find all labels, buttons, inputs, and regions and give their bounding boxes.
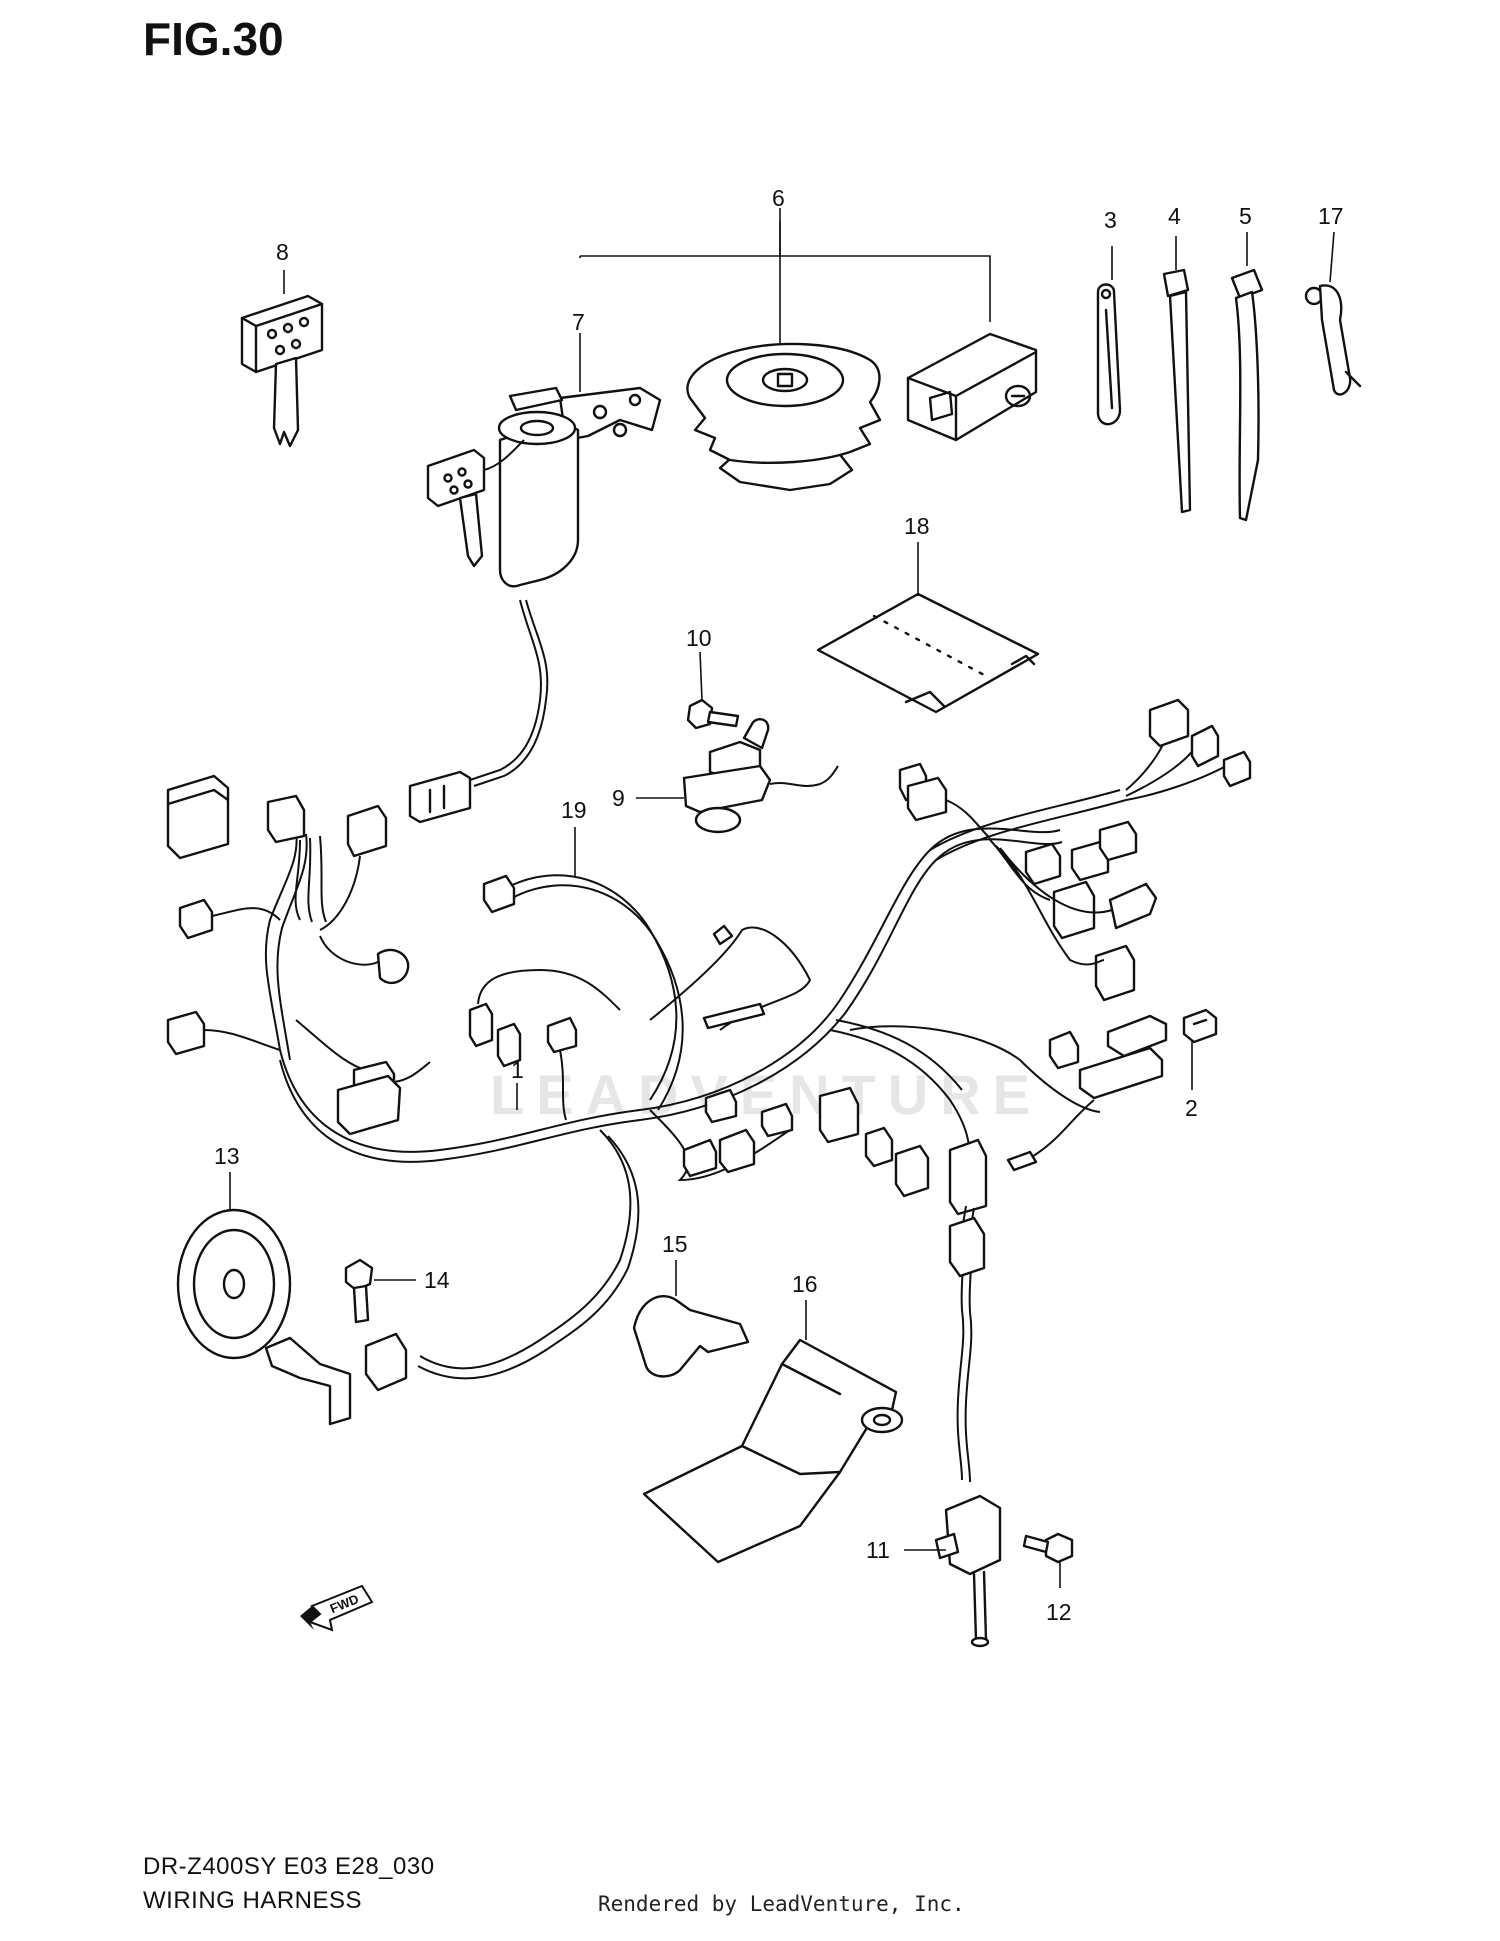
- callout-7: 7: [572, 309, 585, 335]
- part-11-switch-drawing: [934, 1494, 1002, 1648]
- part-12-bolt-drawing: [1022, 1532, 1074, 1564]
- model-code: DR-Z400SY E03 E28_030: [143, 1853, 435, 1880]
- part-13-horn-drawing: [176, 1208, 352, 1426]
- part-8-key-drawing: [240, 294, 324, 448]
- callout-2: 2: [1185, 1095, 1198, 1121]
- watermark-text: LEADVENTURE: [490, 1063, 1043, 1126]
- fwd-arrow: FWD: [300, 1584, 374, 1632]
- callout-11: 11: [866, 1537, 890, 1563]
- callout-15: 15: [662, 1231, 688, 1257]
- part-4-cable-tie-drawing: [1162, 268, 1192, 514]
- seat-lock-drawing: [906, 332, 1038, 442]
- part-15-cover-drawing: [632, 1295, 750, 1378]
- callout-3: 3: [1104, 207, 1117, 233]
- callout-5: 5: [1239, 203, 1252, 229]
- section-name: WIRING HARNESS: [143, 1887, 363, 1914]
- part-2-fuse-drawing: [1182, 1008, 1218, 1044]
- callout-18: 18: [904, 513, 930, 539]
- part-6-fuel-cap-drawing: [686, 342, 882, 492]
- part-9-switch-drawing: [682, 718, 839, 834]
- callout-12: 12: [1046, 1599, 1072, 1625]
- part-10-bolt-drawing: [686, 698, 740, 730]
- callout-13: 13: [214, 1143, 240, 1169]
- part-17-clamp-drawing: [1304, 284, 1362, 396]
- part-18-tape-drawing: [816, 592, 1040, 714]
- callout-14: 14: [424, 1267, 450, 1293]
- part-7-ignition-switch-drawing: [408, 386, 662, 824]
- callout-4: 4: [1168, 203, 1181, 229]
- callout-10: 10: [686, 625, 712, 651]
- callout-1: 1: [511, 1057, 524, 1083]
- figure-title: FIG.30: [143, 13, 284, 65]
- callout-6: 6: [772, 185, 785, 211]
- part-14-bolt-drawing: [344, 1258, 374, 1324]
- callout-8: 8: [276, 239, 289, 265]
- callout-17: 17: [1318, 203, 1344, 229]
- part-5-cable-tie-drawing: [1230, 268, 1264, 522]
- callout-19: 19: [561, 797, 587, 823]
- rendered-by-credit: Rendered by LeadVenture, Inc.: [598, 1892, 965, 1916]
- part-1-main-harness-drawing: [166, 698, 1252, 1483]
- callout-16: 16: [792, 1271, 818, 1297]
- part-3-strap-drawing: [1096, 283, 1122, 426]
- part-16-bracket-drawing: [642, 1338, 904, 1564]
- callout-9: 9: [612, 785, 625, 811]
